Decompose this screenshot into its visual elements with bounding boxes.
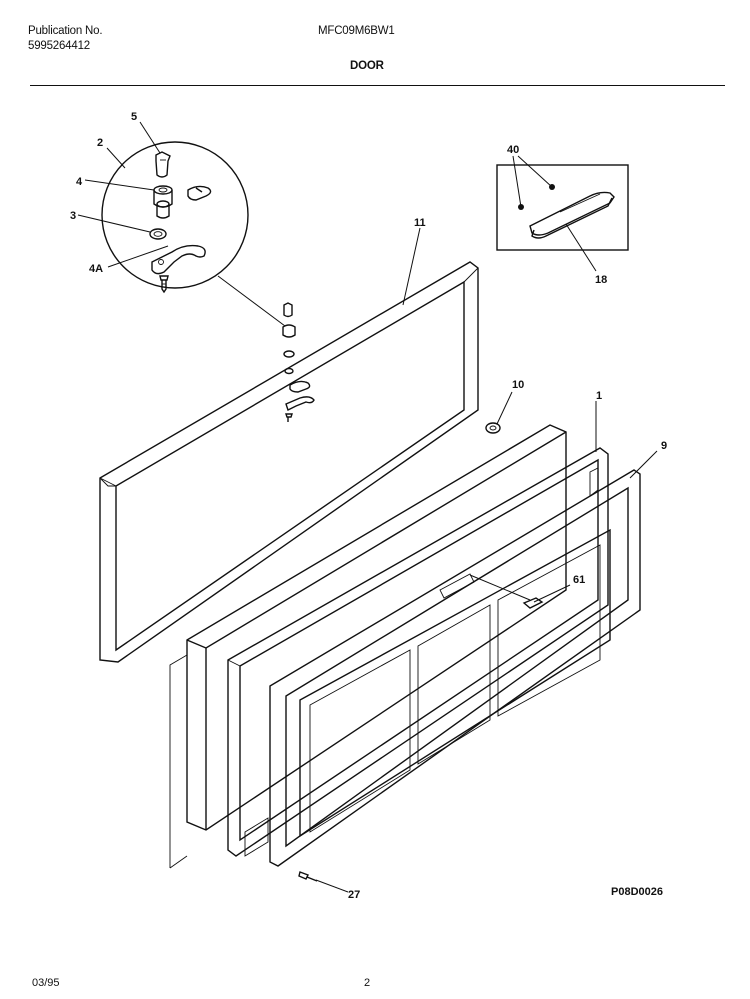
callout-11: 11 xyxy=(414,217,426,229)
hinge-pin-part xyxy=(155,151,171,178)
leader-lines xyxy=(77,121,658,893)
footer-date: 03/95 xyxy=(32,977,60,989)
callout-18: 18 xyxy=(595,274,607,286)
section-title: DOOR xyxy=(350,60,384,72)
hinge-screw-part xyxy=(159,275,169,294)
door-screw-part xyxy=(298,871,318,882)
door-panel-part xyxy=(169,424,567,869)
callout-5: 5 xyxy=(131,111,137,123)
door-liner-part xyxy=(269,469,641,867)
hinge-bracket-part xyxy=(151,244,206,275)
callout-2: 2 xyxy=(97,137,103,149)
hinge-clip-part xyxy=(187,185,212,201)
callout-4: 4 xyxy=(76,176,83,188)
hinge-bushing-part xyxy=(153,185,173,219)
footer-page: 2 xyxy=(364,977,371,989)
callout-9: 9 xyxy=(661,440,667,452)
hinge-detail-circle xyxy=(101,141,249,294)
callout-61: 61 xyxy=(573,574,585,586)
callout-1: 1 xyxy=(596,390,602,402)
publication-number: 5995264412 xyxy=(28,40,90,52)
callout-40: 40 xyxy=(507,144,519,156)
header-rule xyxy=(30,85,725,86)
door-frame-part xyxy=(227,447,609,857)
callout-4a: 4A xyxy=(89,263,103,275)
model-number: MFC09M6BW1 xyxy=(318,25,395,37)
latch-strike-part xyxy=(522,597,544,609)
washer-part xyxy=(149,228,167,240)
publication-label: Publication No. xyxy=(28,25,103,37)
callout-10: 10 xyxy=(512,379,524,391)
door-gasket-part xyxy=(99,261,479,663)
plug-part xyxy=(485,422,501,434)
hinge-assembly-installed xyxy=(282,302,315,422)
callout-3: 3 xyxy=(70,210,76,222)
drawing-code: P08D0026 xyxy=(611,886,663,898)
callout-27: 27 xyxy=(348,889,360,901)
